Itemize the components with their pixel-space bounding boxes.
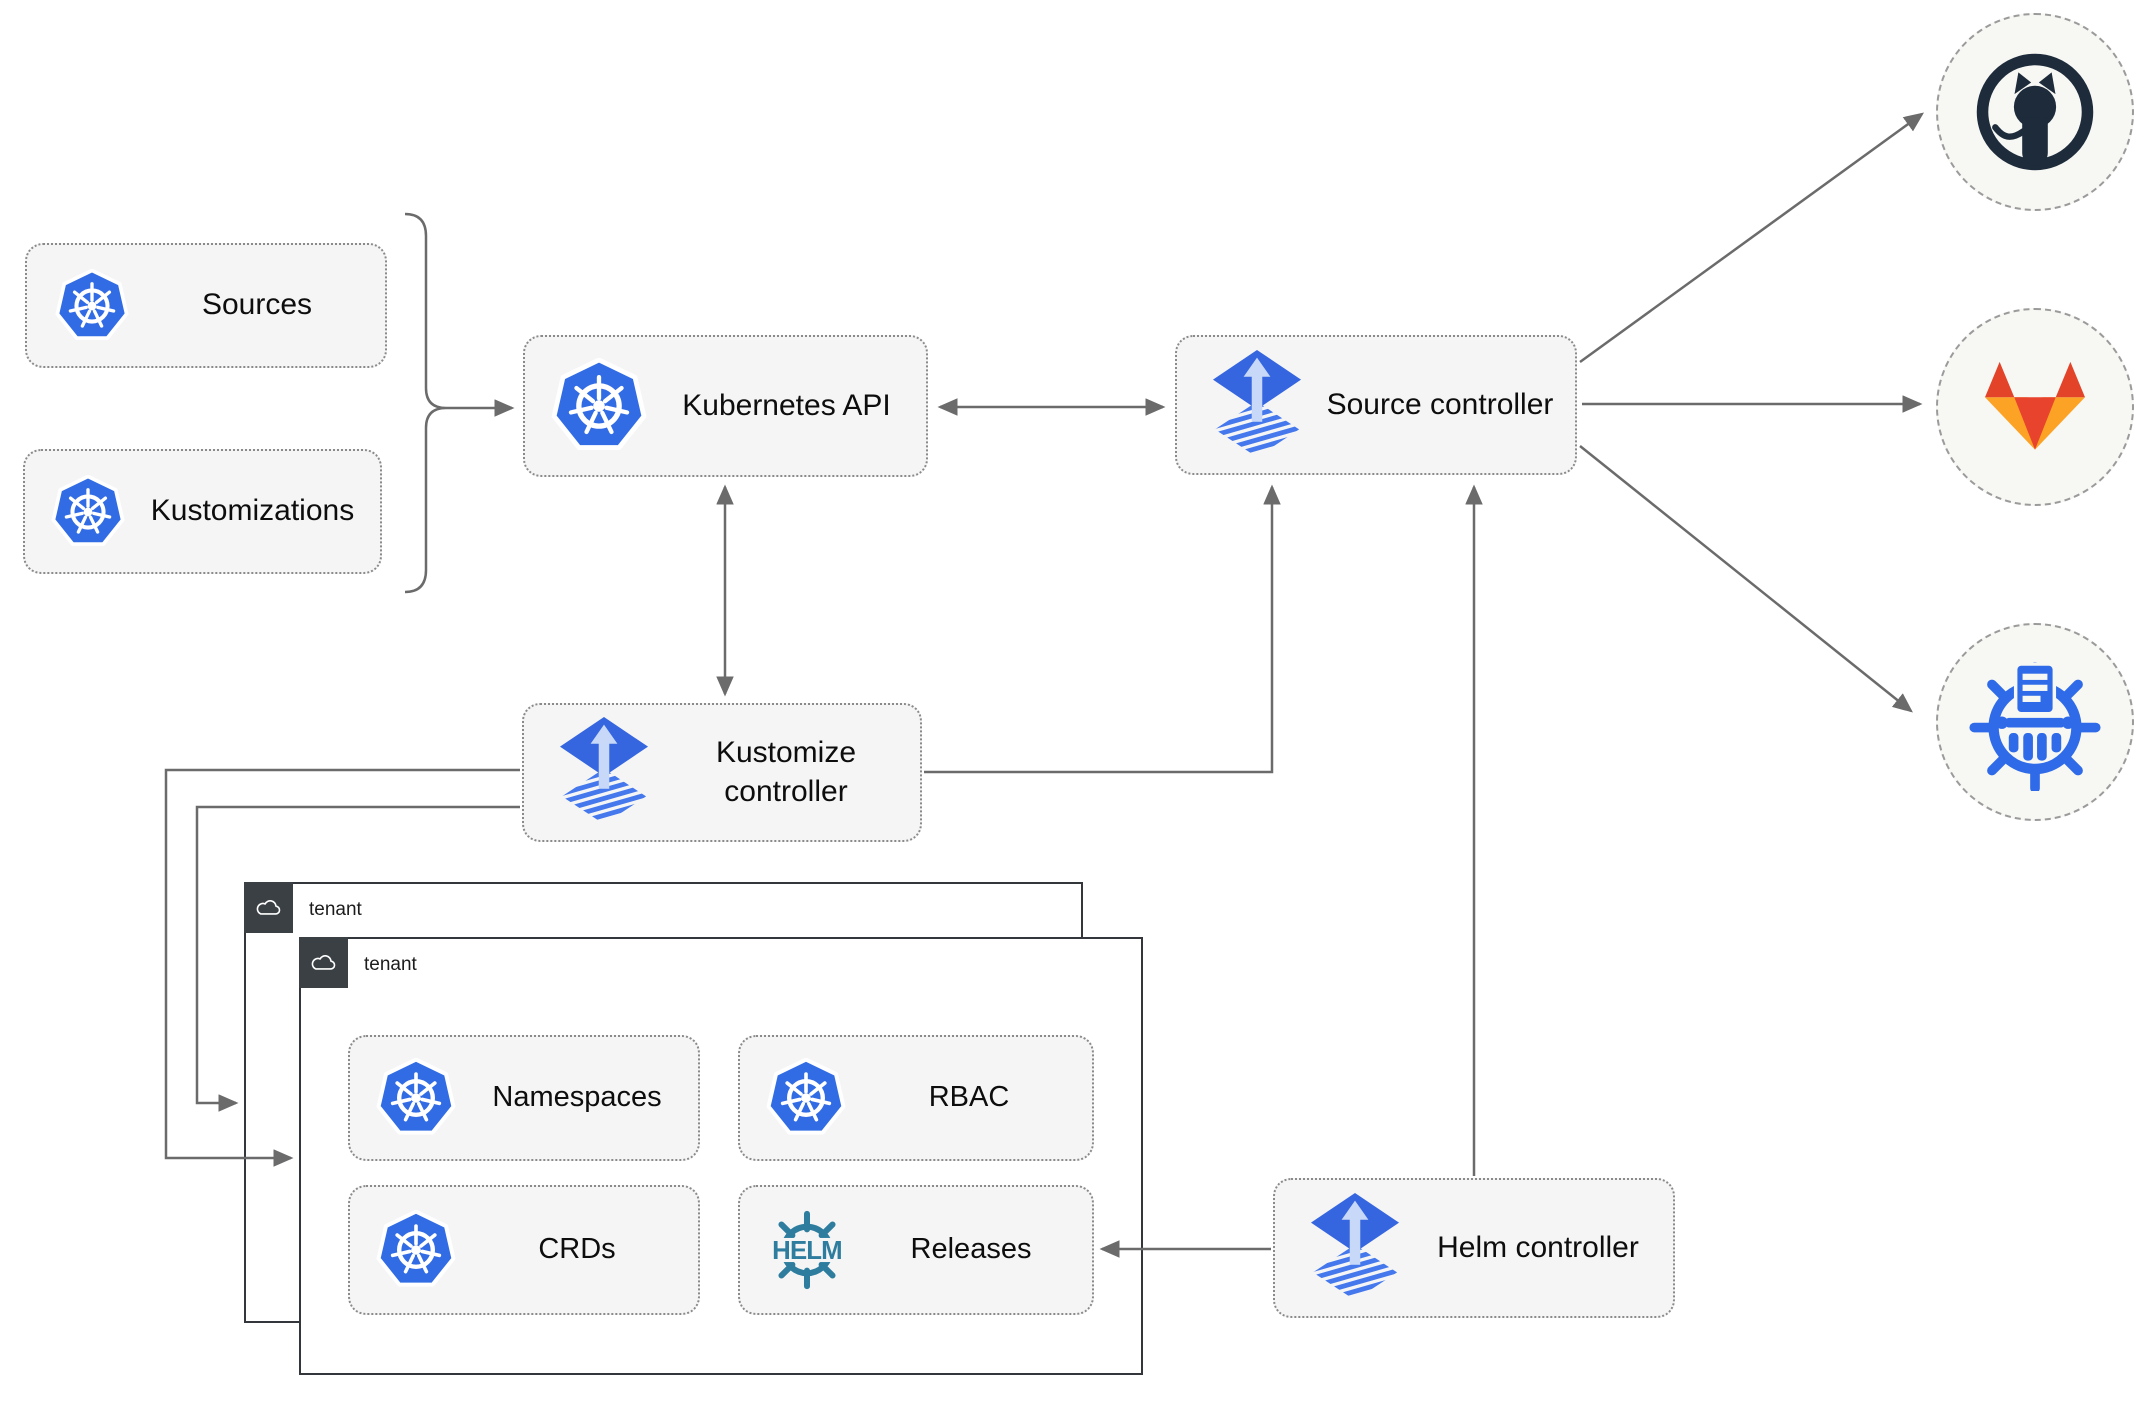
crds-label: CRDs xyxy=(538,1233,616,1266)
helm-controller-node: Helm controller xyxy=(1273,1178,1675,1318)
releases-label: Releases xyxy=(910,1233,1032,1266)
namespaces-label: Namespaces xyxy=(492,1081,662,1114)
flux-icon xyxy=(1307,1193,1403,1304)
chart-repository-node xyxy=(1936,623,2134,821)
releases-node: Releases xyxy=(738,1185,1094,1315)
tenant-box-front: tenant Namespaces RBAC CRDs Releases xyxy=(298,936,1143,1375)
tenant-tab xyxy=(298,936,348,988)
cloud-icon xyxy=(307,951,339,974)
source-controller-node: Source controller xyxy=(1175,335,1577,475)
kubernetes-icon xyxy=(766,1058,846,1138)
gitlab-node xyxy=(1936,308,2134,506)
helm-icon xyxy=(764,1207,850,1293)
crds-node: CRDs xyxy=(348,1185,700,1315)
flux-icon xyxy=(556,717,652,828)
source-controller-label: Source controller xyxy=(1326,387,1554,421)
tenant-label: tenant xyxy=(364,953,417,975)
kustomizations-node: Kustomizations xyxy=(23,449,382,574)
kubernetes-icon xyxy=(376,1210,456,1290)
kubernetes-icon xyxy=(51,475,125,549)
kustomizations-label: Kustomizations xyxy=(150,494,355,528)
kubernetes-api-node: Kubernetes API xyxy=(523,335,928,477)
flux-icon xyxy=(1209,350,1305,461)
kubernetes-api-label: Kubernetes API xyxy=(682,388,891,422)
cloud-icon xyxy=(252,896,284,919)
rbac-node: RBAC xyxy=(738,1035,1094,1161)
github-node xyxy=(1936,13,2134,211)
sources-node: Sources xyxy=(25,243,387,368)
edge-kustomize-source xyxy=(924,484,1281,774)
sources-label: Sources xyxy=(201,288,313,322)
edge-source-chartrepo xyxy=(1579,445,1913,713)
kustomize-controller-node: Kustomize controller xyxy=(522,703,922,842)
namespaces-node: Namespaces xyxy=(348,1035,700,1161)
rbac-label: RBAC xyxy=(928,1081,1010,1114)
chart-repository-wheel-icon xyxy=(1966,653,2104,791)
kustomize-controller-label: Kustomize controller xyxy=(715,736,857,808)
kubernetes-icon xyxy=(551,358,647,454)
kubernetes-icon xyxy=(376,1058,456,1138)
github-icon xyxy=(1971,48,2099,176)
tenant-tab xyxy=(243,881,293,933)
edge-source-github xyxy=(1579,112,1925,364)
gitlab-icon xyxy=(1974,357,2096,457)
helm-controller-label: Helm controller xyxy=(1437,1230,1639,1264)
tenant-label: tenant xyxy=(309,898,362,920)
kubernetes-icon xyxy=(55,269,129,343)
edge-group-bracket xyxy=(404,212,447,594)
